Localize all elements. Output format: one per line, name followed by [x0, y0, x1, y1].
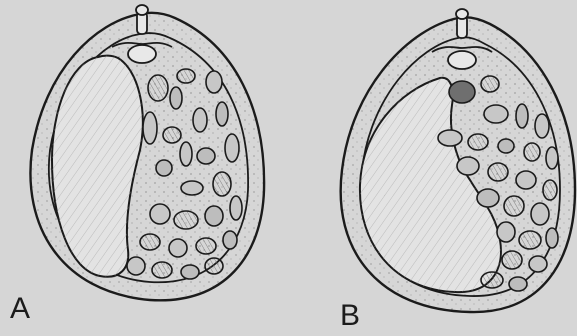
panel-b-cross-section — [341, 9, 575, 312]
panel-label-b: B — [340, 301, 360, 331]
panel-a-cross-section — [30, 5, 264, 300]
panel-label-a: A — [10, 294, 30, 324]
